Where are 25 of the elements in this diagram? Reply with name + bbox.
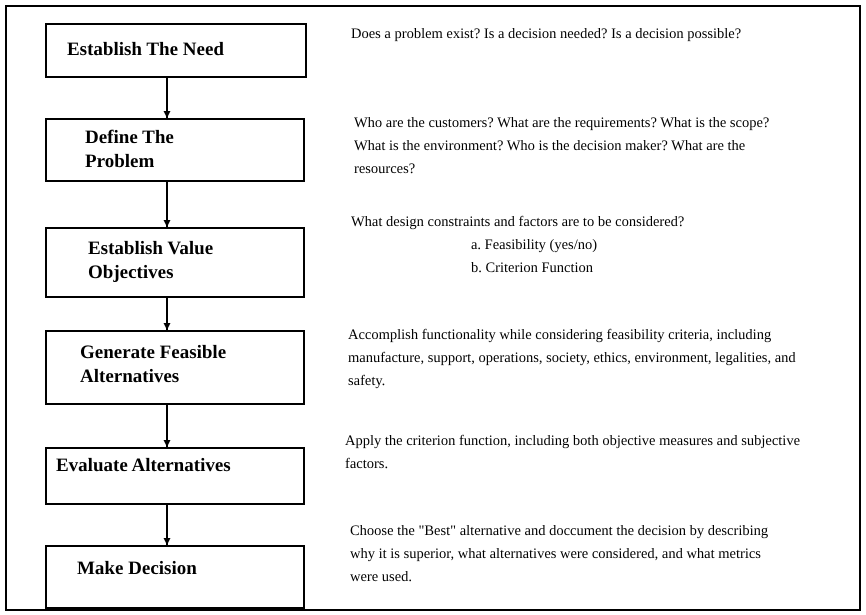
step-title: Evaluate Alternatives bbox=[56, 454, 232, 478]
description-text: Who are the customers? What are the requirements? What is the scope? What is the environment? Who is the decision maker? What are the resources? bbox=[354, 114, 770, 179]
arrow bbox=[164, 182, 170, 227]
process-box bbox=[45, 545, 305, 609]
step-title: Establish Value Objectives bbox=[88, 237, 214, 285]
arrow bbox=[164, 505, 170, 545]
list-item: b. Criterion Function bbox=[471, 259, 594, 278]
description-text: What design constraints and factors are to be considered? bbox=[351, 213, 686, 232]
step-title: Establish The Need bbox=[67, 38, 225, 62]
process-box bbox=[45, 330, 305, 405]
process-box bbox=[45, 23, 307, 78]
description-text: Apply the criterion function, including both objective measures and subjective factors. bbox=[345, 432, 802, 474]
arrow bbox=[164, 78, 170, 118]
process-box bbox=[45, 227, 305, 298]
arrow bbox=[164, 298, 170, 330]
step-title: Make Decision bbox=[77, 557, 198, 581]
step-title: Generate Feasible Alternatives bbox=[80, 341, 228, 389]
step-title: Define The Problem bbox=[85, 126, 175, 174]
arrow bbox=[164, 405, 170, 447]
description-text: Choose the "Best" alternative and doccument the decision by describing why it is superior, what alternatives were considered, and what metrics were used. bbox=[350, 522, 770, 587]
description-text: Accomplish functionality while considering feasibility criteria, including manufacture, support, operations, society, ethics, environment, legalities, and safety. bbox=[348, 326, 797, 391]
list-item: a. Feasibility (yes/no) bbox=[471, 236, 598, 255]
process-box bbox=[45, 118, 305, 182]
description-text: Does a problem exist? Is a decision needed? Is a decision possible? bbox=[351, 25, 742, 44]
process-box bbox=[45, 447, 305, 505]
